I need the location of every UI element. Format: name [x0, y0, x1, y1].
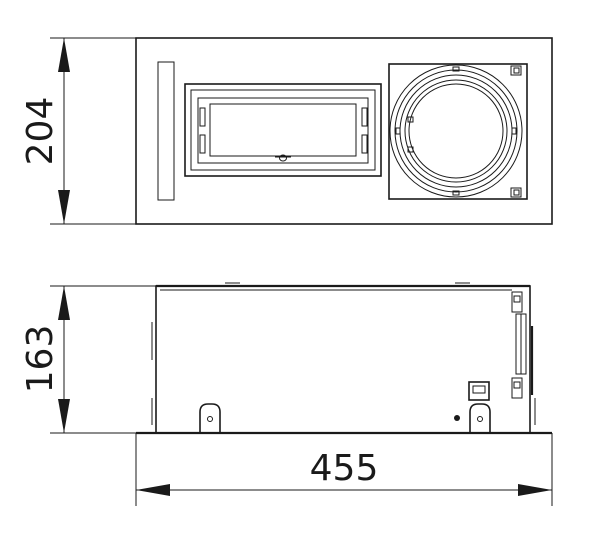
top-view-side-bar [157, 61, 175, 201]
dimension-label-455: 455 [310, 448, 379, 489]
connector-block [468, 381, 490, 401]
mounting-tab-left [199, 403, 221, 433]
circular-module [388, 63, 528, 200]
dimension-height-side: 163 [20, 285, 156, 434]
side-view-body [155, 285, 531, 434]
top-view-outline [135, 37, 553, 225]
dimension-label-204: 204 [20, 97, 61, 166]
mounting-tab-right [469, 403, 491, 433]
rectangular-module [184, 83, 382, 177]
dimension-width: 455 [135, 433, 553, 506]
side-view [136, 282, 552, 435]
top-view [135, 37, 553, 225]
dimension-height-top: 204 [20, 37, 136, 225]
dimension-label-163: 163 [20, 325, 61, 394]
